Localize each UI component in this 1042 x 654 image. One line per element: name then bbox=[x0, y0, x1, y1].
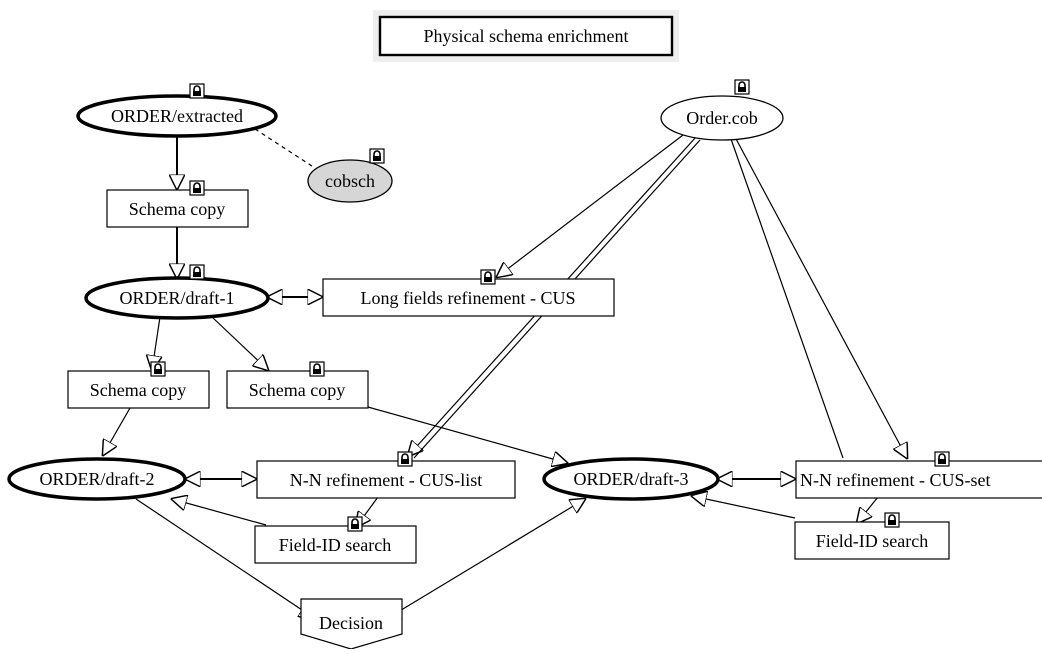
node-order-cob-label: Order.cob bbox=[686, 108, 757, 128]
node-nn-refinement-list[interactable]: N-N refinement - CUS-list bbox=[256, 451, 516, 499]
node-schema-copy-2-label: Schema copy bbox=[90, 380, 186, 400]
lock-icon bbox=[480, 269, 496, 285]
edge-fieldid2-to-draft3 bbox=[692, 496, 796, 519]
node-long-fields-refinement[interactable]: Long fields refinement - CUS bbox=[322, 269, 615, 317]
node-order-draft-1-label: ORDER/draft-1 bbox=[120, 288, 235, 308]
edge-ordercob-to-draft3 bbox=[730, 138, 844, 459]
node-schema-copy-2[interactable]: Schema copy bbox=[67, 361, 210, 409]
lock-icon bbox=[150, 361, 166, 377]
node-order-extracted[interactable]: ORDER/extracted bbox=[76, 83, 278, 138]
node-schema-copy-3-label: Schema copy bbox=[249, 380, 345, 400]
node-long-fields-refinement-label: Long fields refinement - CUS bbox=[361, 288, 576, 308]
edge-decision-to-draft3 bbox=[387, 499, 585, 619]
node-field-id-search-1-label: Field-ID search bbox=[279, 535, 391, 555]
node-decision-label: Decision bbox=[319, 613, 383, 633]
lock-icon bbox=[189, 180, 205, 196]
node-decision[interactable]: Decision bbox=[300, 598, 403, 650]
edge-ordercob-to-longfields bbox=[497, 134, 684, 277]
edge-draft2-to-decision bbox=[135, 498, 314, 618]
node-schema-copy-1-label: Schema copy bbox=[129, 199, 225, 219]
node-field-id-search-2-label: Field-ID search bbox=[816, 531, 928, 551]
node-schema-copy-3[interactable]: Schema copy bbox=[226, 361, 369, 409]
lock-icon bbox=[189, 83, 205, 99]
edge-draft1-to-schemacopy3 bbox=[211, 316, 268, 370]
diagram-title: Physical schema enrichment bbox=[424, 26, 629, 46]
node-nn-refinement-list-label: N-N refinement - CUS-list bbox=[290, 470, 482, 490]
node-order-cob[interactable]: Order.cob bbox=[660, 79, 784, 141]
lock-icon bbox=[397, 451, 413, 467]
node-order-draft-3[interactable]: ORDER/draft-3 bbox=[542, 457, 720, 501]
node-order-draft-2-label: ORDER/draft-2 bbox=[40, 469, 155, 489]
lock-icon bbox=[189, 264, 205, 280]
edges bbox=[103, 128, 907, 619]
node-cobsch[interactable]: cobsch bbox=[307, 148, 393, 203]
lock-icon bbox=[347, 516, 363, 532]
edge-nnset-to-fieldid2 bbox=[857, 496, 879, 523]
edge-schemacopy2-to-draft2 bbox=[103, 407, 131, 455]
edge-draft1-to-schemacopy2 bbox=[152, 316, 160, 370]
edge-fieldid1-to-draft2 bbox=[172, 499, 267, 526]
node-order-draft-3-label: ORDER/draft-3 bbox=[574, 469, 689, 489]
node-cobsch-label: cobsch bbox=[325, 171, 375, 191]
node-schema-copy-1[interactable]: Schema copy bbox=[106, 180, 249, 228]
edge-schemacopy3-to-draft3 bbox=[367, 406, 567, 463]
lock-icon bbox=[369, 148, 385, 164]
node-nn-refinement-set-label: N-N refinement - CUS-set bbox=[800, 470, 990, 490]
node-order-draft-2[interactable]: ORDER/draft-2 bbox=[7, 457, 187, 501]
lock-icon bbox=[884, 512, 900, 528]
lock-icon bbox=[309, 361, 325, 377]
title-box: Physical schema enrichment bbox=[373, 10, 679, 62]
node-order-draft-1[interactable]: ORDER/draft-1 bbox=[84, 264, 270, 320]
node-nn-refinement-set[interactable]: N-N refinement - CUS-set bbox=[795, 451, 1042, 499]
edge-ordercob-to-nnset bbox=[734, 136, 907, 458]
lock-icon bbox=[934, 451, 950, 467]
lock-icon bbox=[734, 79, 750, 95]
node-field-id-search-2[interactable]: Field-ID search bbox=[794, 512, 950, 560]
title-frame bbox=[378, 15, 674, 57]
node-field-id-search-1[interactable]: Field-ID search bbox=[254, 516, 417, 564]
edge-extracted-cobsch-dashed bbox=[254, 128, 316, 169]
node-order-extracted-label: ORDER/extracted bbox=[111, 106, 243, 126]
